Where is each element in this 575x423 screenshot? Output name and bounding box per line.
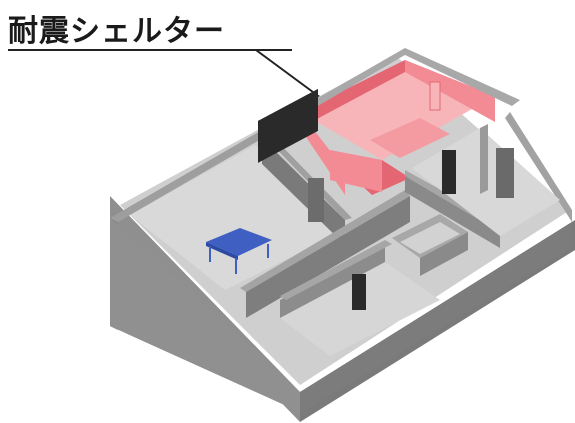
outer-wall-back-right bbox=[405, 48, 520, 106]
right-room-wall bbox=[480, 124, 488, 194]
bath-front bbox=[420, 232, 468, 276]
left-dark-door bbox=[258, 88, 318, 163]
shelter-front-face bbox=[330, 150, 382, 192]
inner-wall-diag-face bbox=[246, 196, 410, 318]
inner-wall-center-top bbox=[262, 134, 352, 220]
shelter-back-wall bbox=[300, 60, 405, 128]
right-door bbox=[442, 150, 456, 194]
bottom-inner-wall bbox=[280, 244, 385, 318]
shelter-right-wall bbox=[405, 60, 495, 122]
inner-wall-right bbox=[405, 176, 500, 248]
outer-wall-front bbox=[110, 218, 300, 412]
bath-floor bbox=[400, 222, 460, 254]
shelter-inner-step bbox=[370, 118, 450, 158]
left-wall-door bbox=[308, 178, 324, 222]
bottom-door bbox=[352, 274, 366, 310]
shelter-label: 耐震シェルター bbox=[8, 14, 225, 49]
inner-wall-center bbox=[262, 138, 345, 245]
outer-wall-right bbox=[505, 112, 572, 222]
shelter-door bbox=[429, 81, 441, 111]
table-top bbox=[206, 228, 272, 256]
far-door bbox=[496, 148, 514, 198]
bottom-inner-wall-top bbox=[280, 240, 392, 300]
table-top-edge bbox=[206, 242, 238, 260]
outer-wall-top-left bbox=[110, 130, 270, 222]
inner-wall-diag bbox=[240, 190, 410, 292]
outer-wall-front-right bbox=[300, 222, 572, 414]
